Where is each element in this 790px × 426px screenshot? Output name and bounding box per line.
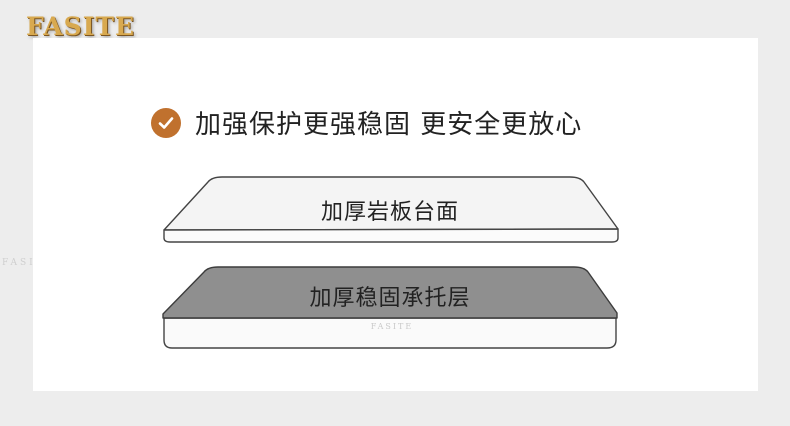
countertop-label: 加厚岩板台面 <box>320 200 460 225</box>
headline-text: 加强保护更强稳固 更安全更放心 <box>195 110 583 140</box>
support-layer-label: 加厚稳固承托层 <box>309 286 471 311</box>
headline: 加强保护更强稳固 更安全更放心 <box>151 104 582 141</box>
support-layer <box>162 266 618 349</box>
inner-watermark: FASITE <box>370 322 414 331</box>
check-icon <box>151 107 181 138</box>
countertop-layer <box>163 176 619 243</box>
brand-logo: FASITE <box>26 12 136 41</box>
side-watermark: FASITE <box>2 258 55 268</box>
